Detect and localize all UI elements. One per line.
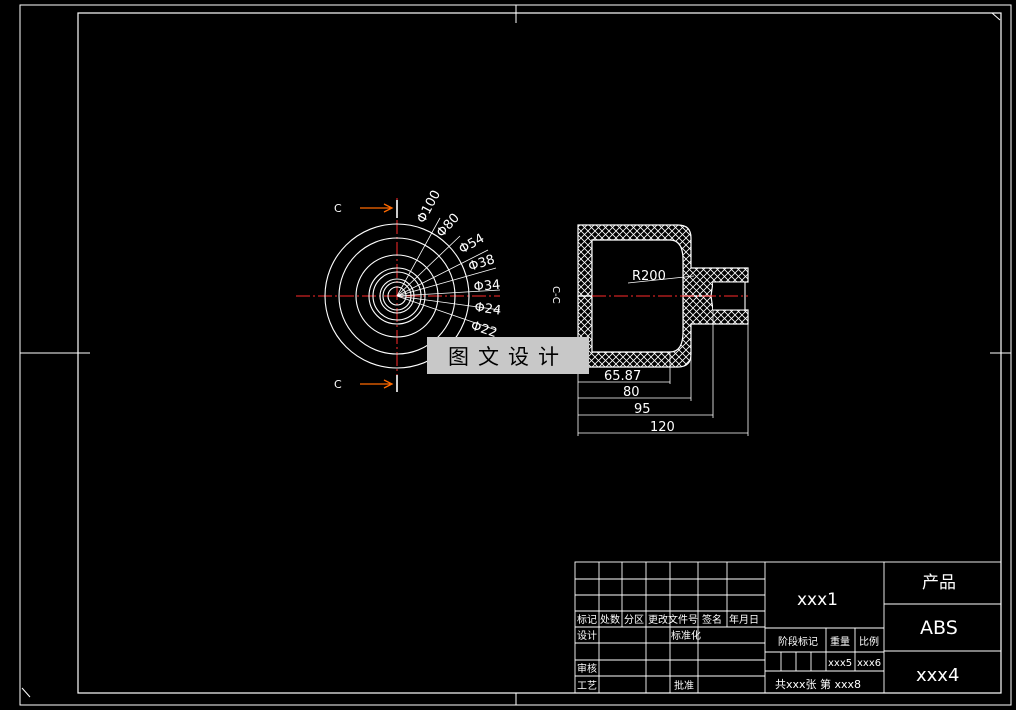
section-letter: C-C: [550, 286, 561, 304]
leader-54: [396, 249, 489, 297]
circle-core: [387, 286, 407, 306]
lbl-check: 审核: [577, 662, 597, 675]
part-code: xxx4: [916, 665, 959, 686]
dim-80: 80: [623, 385, 640, 400]
hdr-mark: 标记: [577, 614, 597, 626]
dia-label-100: Φ100: [414, 188, 444, 226]
hdr-count: 处数: [600, 613, 620, 626]
circle-24: [379, 278, 415, 314]
circle-22: [382, 281, 412, 311]
title-block: [574, 561, 1002, 694]
hdr-change-doc: 更改文件号: [648, 613, 698, 626]
section-letter-top: C: [334, 202, 342, 215]
dia-label-54: Φ54: [457, 231, 488, 257]
product-label: 产品: [922, 573, 956, 593]
circle-54: [355, 254, 439, 338]
circle-80: [338, 237, 456, 355]
circle-100: [324, 223, 470, 369]
leader-80: [396, 235, 461, 297]
lbl-process: 工艺: [577, 680, 597, 692]
watermark-label: 图文设计: [427, 337, 589, 374]
title-block-text: 标记 处数 分区 更改文件号 签名 年月日 设计 标准化 审核 工艺 批准 xx…: [577, 573, 959, 692]
radius-label: R200: [632, 269, 666, 284]
lbl-design: 设计: [577, 629, 597, 642]
scale-value: xxx6: [857, 658, 881, 669]
dim-120: 120: [650, 420, 675, 435]
dia-label-34: Φ34: [473, 278, 501, 295]
lbl-standard: 标准化: [671, 629, 701, 642]
corner-tick-tr: [991, 12, 1001, 21]
circle-34: [372, 271, 422, 321]
dia-label-24: Φ24: [473, 300, 502, 319]
dim-95: 95: [634, 402, 651, 417]
dia-label-80: Φ80: [434, 211, 463, 241]
leader-34: [396, 289, 501, 297]
leader-38: [396, 267, 497, 297]
lbl-stage-mark: 阶段标记: [778, 635, 818, 648]
hdr-zone: 分区: [624, 614, 644, 626]
sheet-info: 共xxx张 第 xxx8: [775, 677, 861, 691]
lbl-approve: 批准: [674, 679, 694, 692]
leader-100: [396, 217, 441, 297]
corner-tick-bl: [21, 687, 31, 698]
dia-label-38: Φ38: [467, 252, 497, 275]
circle-38: [368, 267, 426, 325]
drawing-number: xxx1: [797, 590, 838, 610]
hdr-date: 年月日: [729, 613, 759, 626]
arrow-bottom: [360, 379, 394, 389]
leader-24: [396, 295, 501, 311]
leader-22: [396, 295, 497, 331]
weight-value: xxx5: [828, 658, 852, 669]
r200-leader: [627, 275, 695, 284]
lbl-weight: 重量: [830, 635, 850, 648]
dim-65: 65.87: [604, 369, 641, 384]
section-view: R200 C-C 65.87 80 95 120: [550, 224, 749, 436]
material: ABS: [920, 617, 958, 639]
lbl-scale: 比例: [859, 635, 879, 648]
arrow-top: [360, 203, 394, 213]
hdr-sign: 签名: [702, 613, 722, 626]
section-letter-bottom: C: [334, 378, 342, 391]
